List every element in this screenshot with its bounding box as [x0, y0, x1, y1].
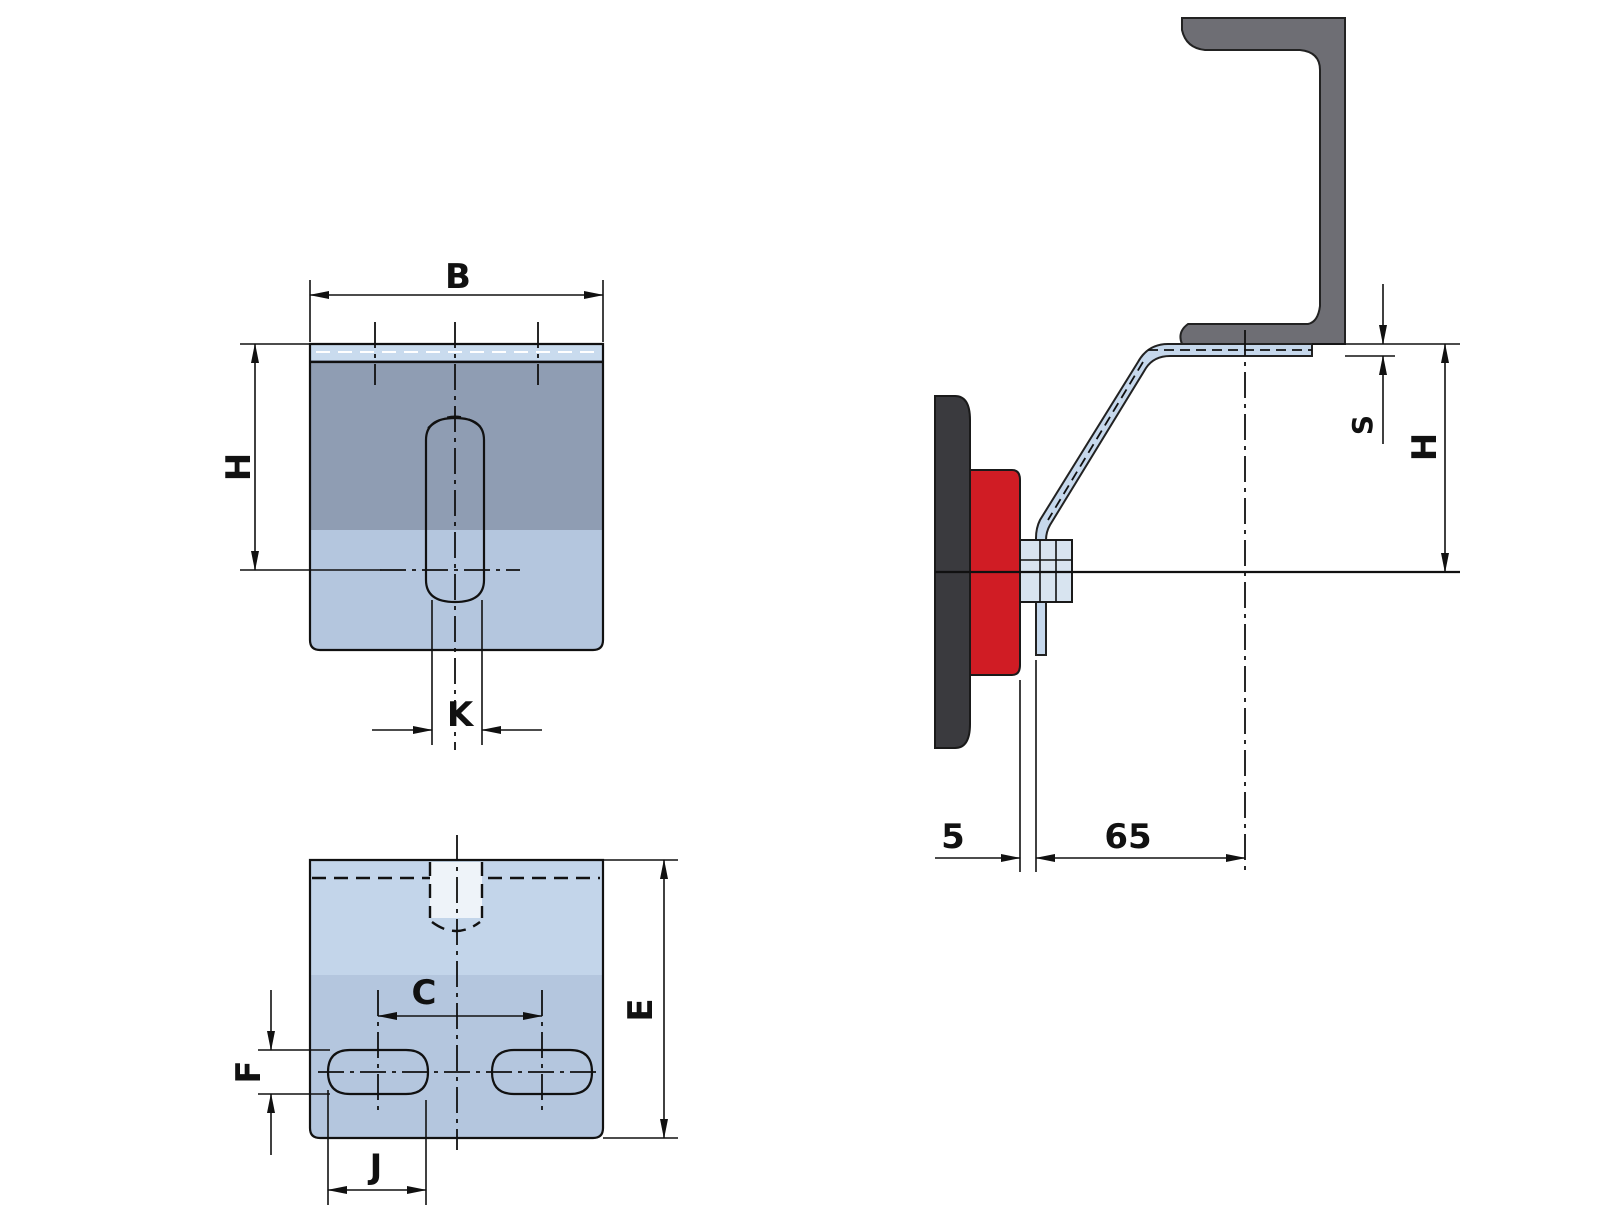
- label-65: 65: [1104, 817, 1151, 857]
- dimension-c: C: [377, 973, 543, 1020]
- dimension-5-65: 5 65: [935, 660, 1246, 872]
- side-view: S H 5 65: [934, 17, 1460, 872]
- label-c: C: [412, 973, 437, 1013]
- dimension-e: E: [603, 859, 678, 1139]
- dimension-k: K: [372, 600, 542, 745]
- label-5: 5: [941, 817, 965, 857]
- slot-right: [490, 1048, 594, 1096]
- label-e: E: [621, 998, 661, 1021]
- dimension-f: F: [229, 990, 330, 1155]
- front-plate: [308, 342, 605, 652]
- label-h-side: H: [1405, 433, 1445, 461]
- bottom-view: C E F J: [229, 835, 678, 1205]
- label-j: J: [368, 1147, 383, 1187]
- label-h-front: H: [219, 453, 259, 481]
- plate-lower-face: [310, 520, 603, 650]
- slot-left: [326, 1048, 430, 1096]
- angle-bracket: [1035, 343, 1313, 656]
- rail-profile: [1179, 17, 1346, 345]
- dimension-h-front: H: [219, 343, 380, 571]
- dimension-b: B: [309, 257, 604, 342]
- label-f: F: [229, 1060, 269, 1083]
- label-b: B: [445, 257, 471, 297]
- plate-upper-face: [310, 355, 603, 530]
- front-view: B H K: [219, 257, 605, 750]
- dimension-s: S: [1312, 284, 1460, 444]
- dimension-j: J: [327, 1090, 427, 1205]
- dimension-h-side: H: [1405, 343, 1449, 573]
- label-s: S: [1346, 415, 1379, 435]
- top-slot-hidden: [428, 862, 484, 933]
- label-k: K: [447, 695, 475, 735]
